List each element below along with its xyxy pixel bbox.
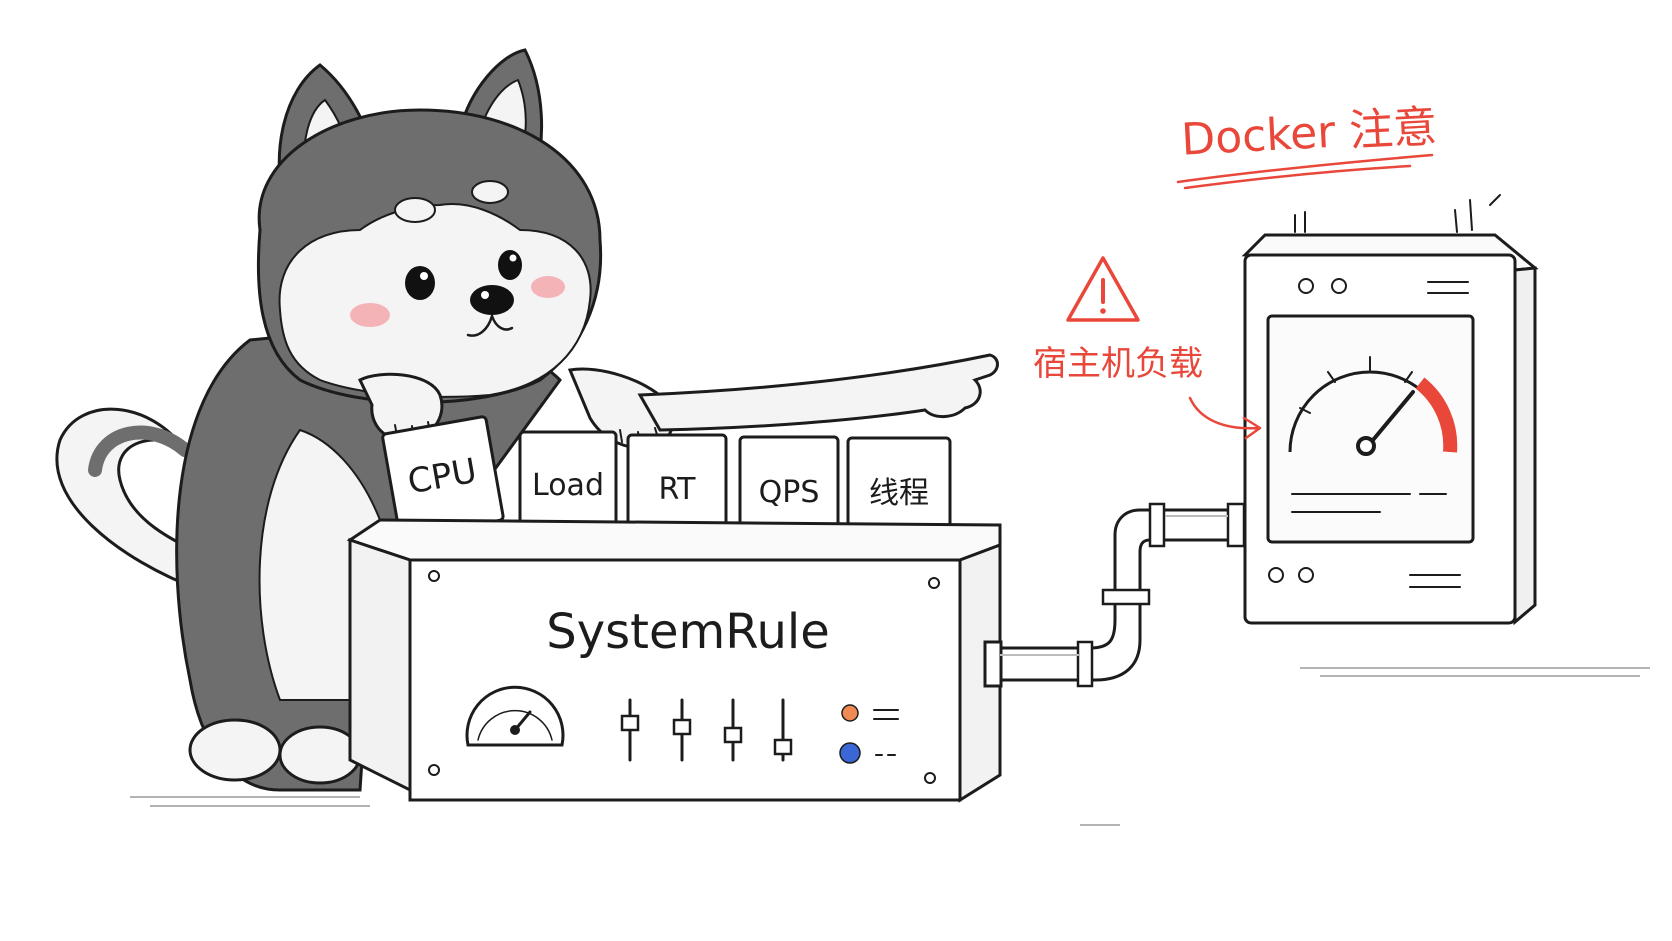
server-icon (1241, 194, 1539, 626)
docker-note-underline (1176, 153, 1434, 190)
metric-cards: CPU Load RT QPS 线程 (381, 415, 952, 546)
husky-nose (470, 285, 514, 315)
husky-pointing-arm (637, 353, 999, 432)
card-label: QPS (759, 475, 820, 510)
husky-eye-right (498, 250, 522, 280)
led-blue (839, 742, 861, 764)
docker-note: Docker 注意 (1176, 101, 1438, 190)
card-threads: 线程 (846, 436, 952, 546)
machine-front-panel (408, 558, 962, 802)
pipe-icon (983, 502, 1247, 688)
husky-paw-left (358, 372, 444, 442)
card-label: RT (659, 472, 697, 507)
slider-icon (620, 698, 793, 762)
card-label: 线程 (869, 476, 929, 511)
led-orange (841, 704, 859, 722)
host-load-arrow (1188, 396, 1262, 440)
docker-note-title: Docker 注意 (1180, 101, 1438, 165)
card-cpu: CPU (381, 415, 505, 539)
warning-triangle-icon (1066, 256, 1140, 322)
gauge-icon (465, 685, 565, 747)
server-screen (1266, 314, 1475, 544)
husky-eye-left (405, 266, 435, 300)
ground-shadow (130, 667, 1650, 826)
card-rt: RT (626, 433, 728, 542)
machine-title: SystemRule (546, 604, 829, 660)
card-qps: QPS (738, 435, 840, 544)
host-load-label: 宿主机负载 (1033, 344, 1203, 384)
card-load: Load (518, 430, 618, 539)
card-label: Load (532, 468, 604, 503)
systemrule-machine: SystemRule (346, 518, 1002, 803)
gauge-icon (1288, 356, 1458, 456)
